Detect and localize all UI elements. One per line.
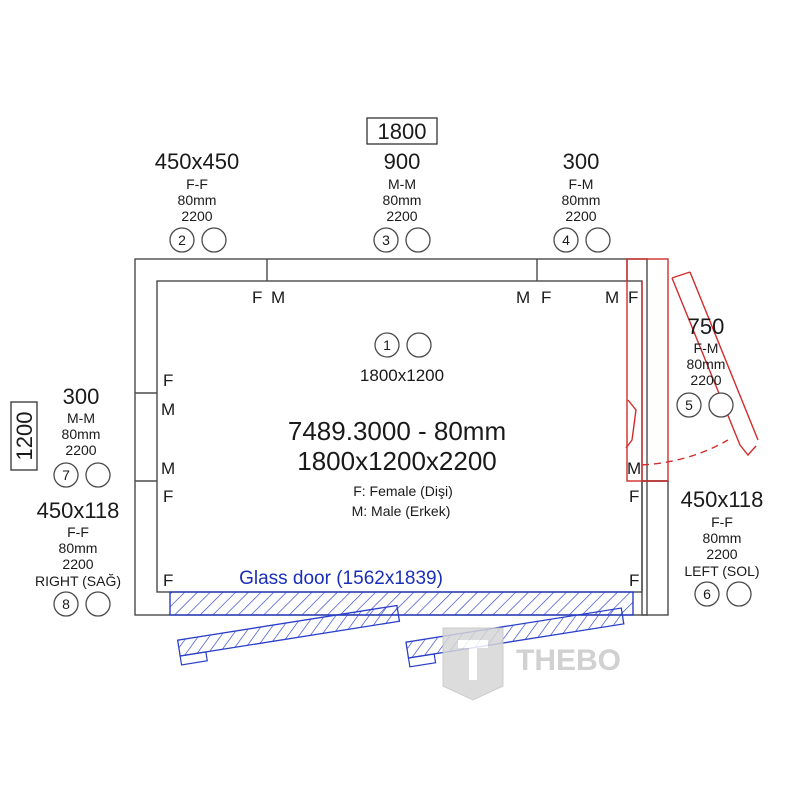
panel-joint-type: M-M [388, 176, 416, 192]
joint-f: F [628, 288, 638, 307]
panel-joint-type: F-F [711, 514, 733, 530]
joint-f: F [252, 288, 262, 307]
panel-side: LEFT (SOL) [684, 563, 759, 579]
panel-height: 2200 [62, 556, 93, 572]
hinged-door-swing [625, 258, 759, 482]
panel-height: 2200 [690, 372, 721, 388]
joint-f: F [163, 571, 173, 590]
panel-size: 450x450 [155, 149, 239, 174]
panel-joint-type: M-M [67, 410, 95, 426]
panel-thickness: 80mm [178, 192, 217, 208]
joint-m: M [627, 459, 641, 478]
panel-number: 2 [178, 232, 186, 248]
legend-female: F: Female (Dişi) [353, 483, 453, 499]
panel-callout-8: 450x118 F-F 80mm 2200 RIGHT (SAĞ) 8 [35, 498, 121, 617]
panel-number: 7 [62, 467, 70, 483]
room-code: 7489.3000 - 80mm [288, 416, 506, 446]
panel-thickness: 80mm [383, 192, 422, 208]
panel-size: 450x118 [681, 487, 764, 512]
panel-callout-2: 450x450 F-F 80mm 2200 2 [155, 149, 239, 253]
panel-height: 2200 [386, 208, 417, 224]
panel-thickness: 80mm [62, 426, 101, 442]
joint-labels: F M M F M F F M M F F M F F [161, 288, 641, 590]
joint-f: F [163, 487, 173, 506]
panel-joint-type: F-F [67, 524, 89, 540]
height-dimension: 1200 [10, 401, 38, 471]
joint-m: M [161, 400, 175, 419]
panel-callout-5: 750 F-M 80mm 2200 5 [676, 314, 734, 418]
joint-m: M [271, 288, 285, 307]
panel-callout-3: 900 M-M 80mm 2200 3 [373, 149, 431, 253]
panel-height: 2200 [65, 442, 96, 458]
joint-m: M [605, 288, 619, 307]
panel-number: 8 [62, 596, 70, 612]
panel-thickness: 80mm [687, 356, 726, 372]
panel-callout-7: 300 M-M 80mm 2200 7 [53, 384, 111, 488]
panel-callout-4: 300 F-M 80mm 2200 4 [553, 149, 611, 253]
joint-f: F [629, 571, 639, 590]
panel-size: 900 [384, 149, 421, 174]
panel-number: 4 [562, 232, 570, 248]
width-dimension-label: 1800 [378, 119, 427, 144]
panel-number: 6 [703, 586, 711, 602]
panel-callout-6: 450x118 F-F 80mm 2200 LEFT (SOL) 6 [681, 487, 764, 607]
height-dimension-label: 1200 [12, 412, 37, 461]
panel-number: 1 [383, 337, 391, 353]
width-dimension: 1800 [366, 117, 438, 145]
logo-wordmark: THEBO [516, 644, 621, 677]
joint-f: F [163, 371, 173, 390]
joint-f: F [629, 487, 639, 506]
legend-male: M: Male (Erkek) [352, 503, 451, 519]
room-specification: 7489.3000 - 80mm 1800x1200x2200 F: Femal… [288, 416, 506, 519]
joint-f: F [541, 288, 551, 307]
panel-number: 3 [382, 232, 390, 248]
panel-side: RIGHT (SAĞ) [35, 573, 121, 589]
panel-height: 2200 [181, 208, 212, 224]
panel-joint-type: F-M [694, 340, 719, 356]
joint-m: M [516, 288, 530, 307]
panel-size: 450x118 [37, 498, 120, 523]
panel-size: 750 [688, 314, 725, 339]
panel-thickness: 80mm [562, 192, 601, 208]
panel-size: 300 [63, 384, 100, 409]
panel-thickness: 80mm [59, 540, 98, 556]
thebo-watermark-logo: THEBO [442, 627, 621, 701]
panel-height: 2200 [565, 208, 596, 224]
panel-size: 1800x1200 [360, 366, 444, 385]
room-size: 1800x1200x2200 [297, 446, 497, 476]
panel-callout-1: 1 1800x1200 [360, 332, 444, 385]
panel-number: 5 [685, 397, 693, 413]
panel-joint-type: F-F [186, 176, 208, 192]
glass-door-label: Glass door (1562x1839) [239, 568, 443, 589]
panel-height: 2200 [706, 546, 737, 562]
joint-m: M [161, 459, 175, 478]
panel-thickness: 80mm [703, 530, 742, 546]
panel-joint-type: F-M [569, 176, 594, 192]
panel-size: 300 [563, 149, 600, 174]
